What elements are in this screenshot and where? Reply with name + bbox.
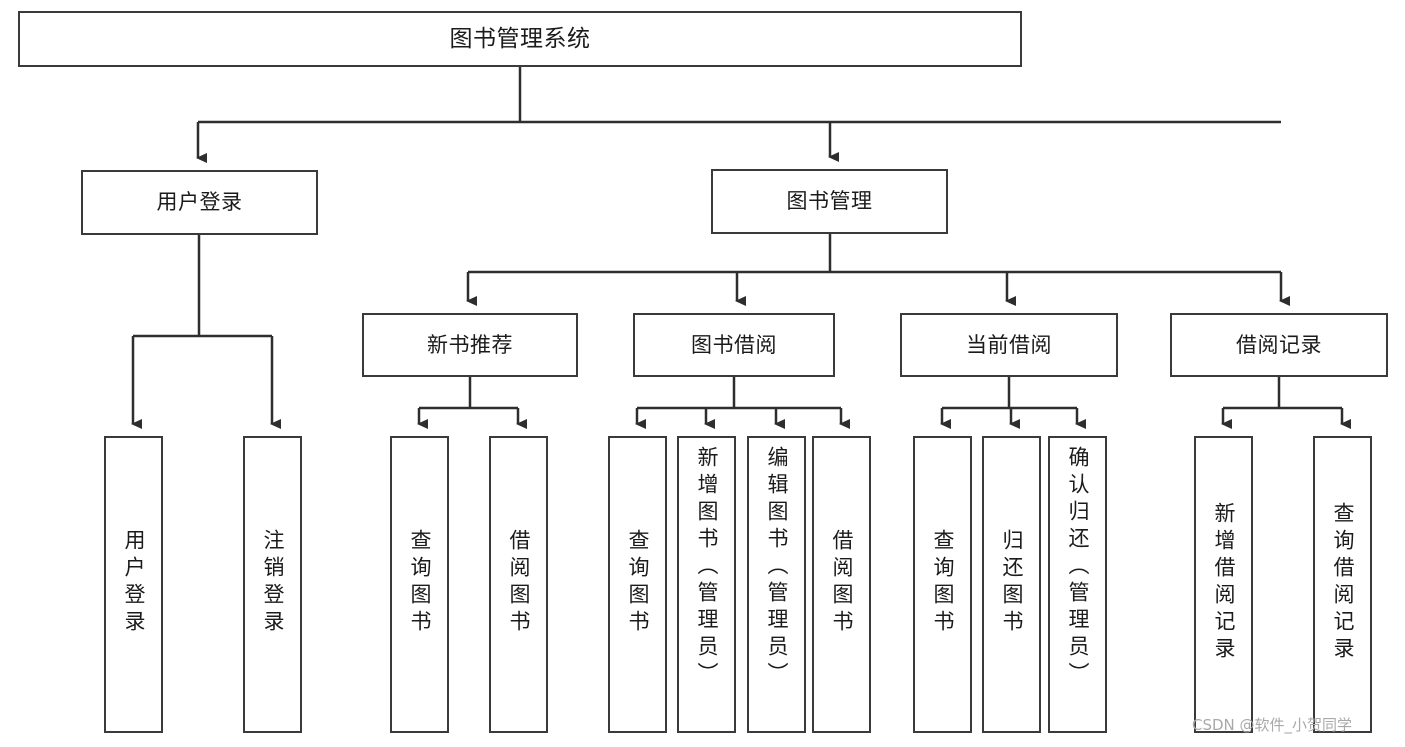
node-label: 当前借阅 xyxy=(966,332,1052,357)
node-label: 查询图书 xyxy=(408,528,432,637)
node-label: 用户登录 xyxy=(156,190,243,214)
csdn-watermark: CSDN @软件_小贺同学 xyxy=(1192,716,1353,734)
node-book-management[interactable]: 图书管理 xyxy=(711,169,948,234)
leaf-current-query-books[interactable]: 查询图书 xyxy=(913,436,972,733)
leaf-current-return-books[interactable]: 归还图书 xyxy=(982,436,1041,733)
node-label: 图书管理系统 xyxy=(449,25,591,52)
leaf-record-query-record[interactable]: 查询借阅记录 xyxy=(1313,436,1372,733)
node-label: 借阅图书 xyxy=(830,528,854,637)
node-label: 查询图书 xyxy=(626,528,650,637)
leaf-borrow-edit-book-admin[interactable]: 编辑图书（管理员） xyxy=(747,436,806,733)
node-user-login[interactable]: 用户登录 xyxy=(81,170,318,235)
node-borrowing-record[interactable]: 借阅记录 xyxy=(1170,313,1388,377)
node-label: 归还图书 xyxy=(1000,528,1024,637)
node-book-borrowing[interactable]: 图书借阅 xyxy=(633,313,835,377)
node-new-book-recommendation[interactable]: 新书推荐 xyxy=(362,313,578,377)
node-label: 新增借阅记录 xyxy=(1212,501,1236,664)
leaf-newbook-borrow-books[interactable]: 借阅图书 xyxy=(489,436,548,733)
node-current-borrowing[interactable]: 当前借阅 xyxy=(900,313,1118,377)
node-label: 借阅记录 xyxy=(1236,332,1322,357)
node-label: 查询图书 xyxy=(931,528,955,637)
leaf-record-add-record[interactable]: 新增借阅记录 xyxy=(1194,436,1253,733)
node-label: 图书借阅 xyxy=(691,332,777,357)
node-label: 新增图书（管理员） xyxy=(695,446,719,689)
node-label: 编辑图书（管理员） xyxy=(765,446,789,689)
leaf-borrow-borrow-books[interactable]: 借阅图书 xyxy=(812,436,871,733)
leaf-newbook-query-books[interactable]: 查询图书 xyxy=(390,436,449,733)
node-label: 用户登录 xyxy=(122,528,146,637)
node-label: 查询借阅记录 xyxy=(1331,501,1355,664)
node-root-system[interactable]: 图书管理系统 xyxy=(18,11,1022,67)
leaf-current-confirm-return-admin[interactable]: 确认归还（管理员） xyxy=(1048,436,1107,733)
node-label: 确认归还（管理员） xyxy=(1066,446,1090,689)
node-label: 图书管理 xyxy=(786,189,873,213)
node-label: 借阅图书 xyxy=(507,528,531,637)
leaf-borrow-add-book-admin[interactable]: 新增图书（管理员） xyxy=(677,436,736,733)
leaf-logout-login[interactable]: 注销登录 xyxy=(243,436,302,733)
node-label: 注销登录 xyxy=(261,528,285,637)
leaf-user-login[interactable]: 用户登录 xyxy=(104,436,163,733)
leaf-borrow-query-books[interactable]: 查询图书 xyxy=(608,436,667,733)
node-label: 新书推荐 xyxy=(427,332,513,357)
